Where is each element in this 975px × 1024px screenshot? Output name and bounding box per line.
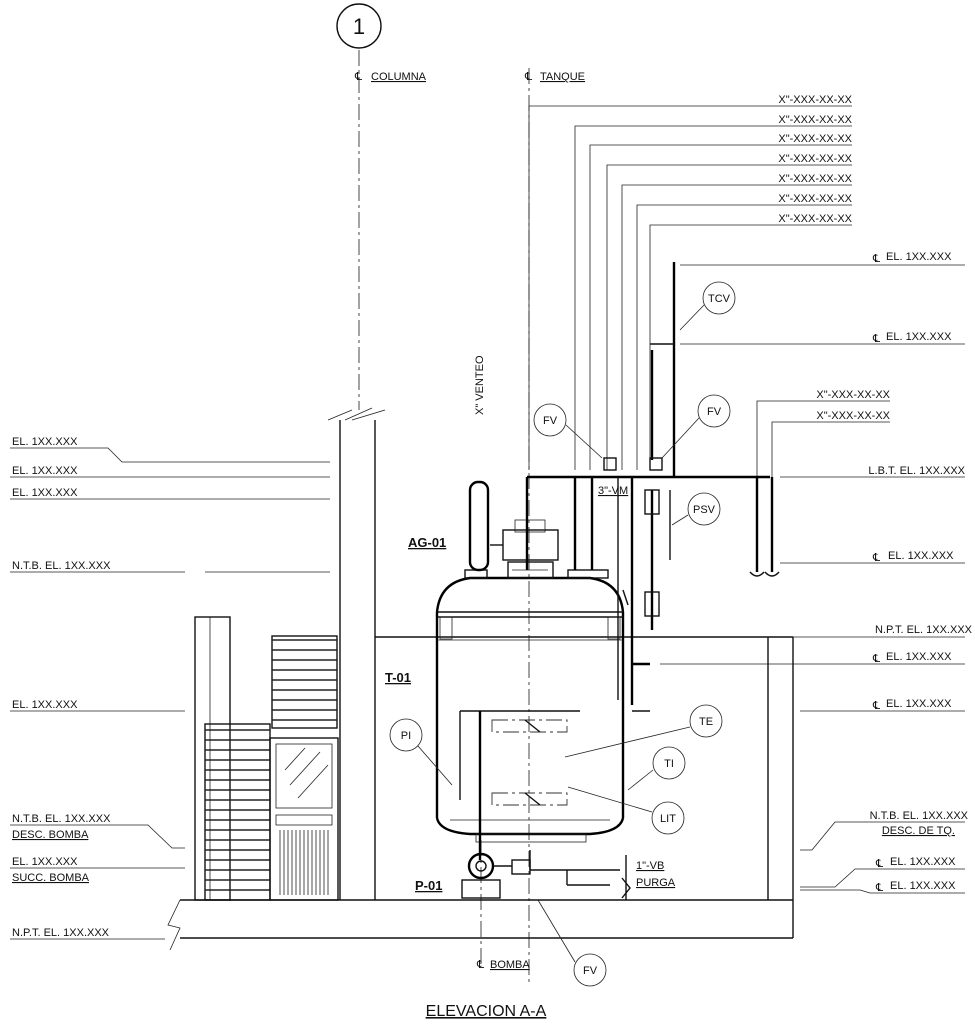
lit-leader [567,786,653,813]
right-elevation-lines [375,264,965,894]
tcv-leader [679,304,705,331]
centerline-mark-r7: ℄ [872,700,880,712]
tag-pump: P-01 [415,878,442,893]
left-elev-2: EL. 1XX.XXX [12,465,78,477]
fv-bottom-bubble [573,953,607,987]
te-bubble [689,704,723,738]
note-vb: 1"-VB [636,860,664,872]
right-elev-9: DESC. DE TQ. [882,825,955,837]
top-nozzles [464,561,629,606]
pump-centerline-label: BOMBA [490,959,530,971]
tank-centerline-label: TANQUE [540,71,585,83]
centerline-mark-column: ℄ [354,71,362,83]
fv-bottom-label: FV [583,965,598,977]
right-elev-4: EL. 1XX.XXX [888,550,954,562]
right-line-number-1: X"-XXX-XX-XX [816,389,890,401]
left-elevation-lines [10,447,330,940]
piping-instrument-lines [459,710,631,900]
ti-bubble [652,746,686,780]
note-purge: PURGA [636,877,676,889]
fv-right-bubble [697,394,731,428]
psv-bubble [687,492,721,526]
left-elev-10: N.P.T. EL. 1XX.XXX [12,927,110,939]
right-elev-7: EL. 1XX.XXX [886,698,952,710]
lit-bubble [651,801,685,835]
ti-label: TI [664,758,674,770]
pi-label: PI [401,730,411,742]
right-elev-10: EL. 1XX.XXX [890,856,956,868]
right-elev-5: N.P.T. EL. 1XX.XXX [875,624,973,636]
centerline-mark-r2: ℄ [872,333,880,345]
tag-tank: T-01 [385,670,411,685]
pi-leader [417,745,453,786]
left-elev-1: EL. 1XX.XXX [12,436,78,448]
left-elev-9: SUCC. BOMBA [12,872,90,884]
pi-bubble [389,718,423,752]
line-number-5: X"-XXX-XX-XX [778,173,852,185]
right-line-leader-2 [771,421,890,478]
psv-label: PSV [693,504,716,516]
line-number-4: X"-XXX-XX-XX [778,153,852,165]
line-number-1: X"-XXX-XX-XX [778,94,852,106]
left-elev-8: EL. 1XX.XXX [12,856,78,868]
vent-label: X" VENTEO [474,355,486,415]
tank-t01 [435,576,625,843]
piping-header [525,262,780,712]
right-elev-2: EL. 1XX.XXX [886,331,952,343]
left-elev-5: EL. 1XX.XXX [12,699,78,711]
agitator-ag01 [468,480,559,572]
column-centerline-label: COLUMNA [371,71,427,83]
fv-left-bubble [533,403,567,437]
line-number-2: X"-XXX-XX-XX [778,114,852,126]
tcv-bubble [702,281,736,315]
centerline-mark-r1: ℄ [872,253,880,265]
grid-bubble-label: 1 [353,14,365,39]
left-elev-6: N.T.B. EL. 1XX.XXX [12,813,111,825]
fv-left-leader [565,424,603,459]
right-elev-11: EL. 1XX.XXX [890,880,956,892]
right-elev-1: EL. 1XX.XXX [886,251,952,263]
door [269,737,339,901]
right-line-number-2: X"-XXX-XX-XX [816,410,890,422]
note-vm: 3"-VM [598,485,628,497]
grid-bubble [336,3,382,49]
centerline-mark-tank: ℄ [524,71,532,83]
line-number-6: X"-XXX-XX-XX [778,193,852,205]
stair-treads [205,639,337,891]
line-number-7: X"-XXX-XX-XX [778,213,852,225]
left-elev-3: EL. 1XX.XXX [12,487,78,499]
te-label: TE [699,716,713,728]
right-elev-3: L.B.T. EL. 1XX.XXX [868,465,965,477]
fv-left-label: FV [543,415,558,427]
te-leader [564,726,691,758]
tag-agitator: AG-01 [408,535,446,550]
lit-label: LIT [660,813,676,825]
tank-internals [491,719,568,806]
fv-right-leader [661,417,700,459]
drawing-title: ELEVACION A-A [426,1003,547,1020]
left-elev-7: DESC. BOMBA [12,829,89,841]
line-number-3: X"-XXX-XX-XX [778,133,852,145]
line-number-leaders [528,105,852,470]
fv-right-label: FV [707,406,722,418]
tcv-label: TCV [708,293,731,305]
centerline-mark-r4: ℄ [872,552,880,564]
column-structure [327,407,386,900]
left-elev-4: N.T.B. EL. 1XX.XXX [12,560,111,572]
centerline-mark-r11: ℄ [875,882,883,894]
centerline-mark-pump: ℄ [476,959,484,971]
ti-leader [627,769,654,791]
centerline-mark-r10: ℄ [875,858,883,870]
right-line-leader-1 [756,400,890,478]
centerline-mark-r6: ℄ [872,653,880,665]
right-elev-6: EL. 1XX.XXX [886,651,952,663]
psv-leader [671,514,689,526]
right-elev-8: N.T.B. EL. 1XX.XXX [870,810,969,822]
pump-p01 [461,852,531,899]
fv-bottom-leader [537,899,576,963]
